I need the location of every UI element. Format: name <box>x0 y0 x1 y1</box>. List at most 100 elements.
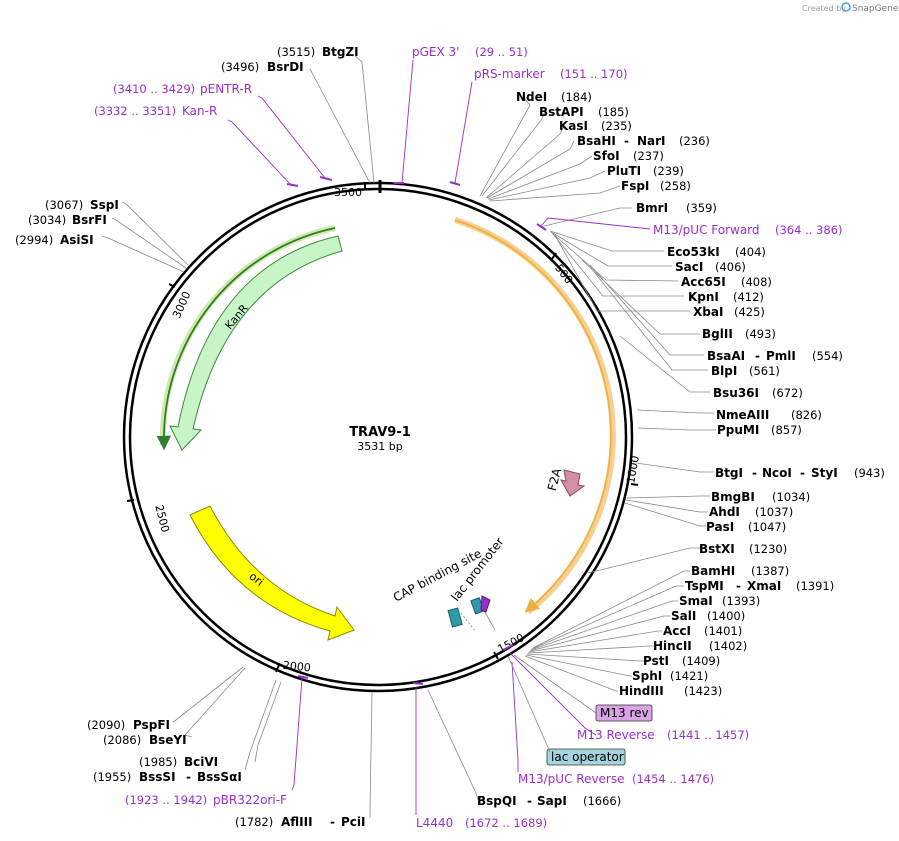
primer-prs-marker: pRS-marker <box>474 67 545 81</box>
enzyme-xbai: XbaI <box>693 305 723 319</box>
enzyme-pos-kpni: (412) <box>733 290 764 304</box>
enzyme-pos-acci: (1401) <box>704 624 742 638</box>
enzyme-pos-bstapi: (185) <box>598 105 629 119</box>
enzyme-pmli: PmlI <box>766 349 796 363</box>
enzyme-pos-sphi: (1421) <box>670 669 708 683</box>
enzyme-sep-bspqi: - <box>527 794 532 808</box>
enzyme-bsssi: BssSI <box>139 770 176 784</box>
enzyme-pos-fspi: (258) <box>660 179 691 193</box>
enzyme-pos-bglii: (493) <box>745 327 776 341</box>
lac-operator-label: lac operator <box>551 750 624 764</box>
primer-pentr-r: pENTR-R <box>200 82 252 96</box>
enzyme-pos-afliii: (1782) <box>235 815 273 829</box>
enzyme-nmeaiii: NmeAIII <box>716 408 769 422</box>
position-ticks <box>126 182 639 673</box>
enzyme-acci: AccI <box>663 624 691 638</box>
enzyme-pos-bamhi: (1387) <box>751 564 789 578</box>
lac-operator-box: lac operator <box>546 748 626 766</box>
m13-rev-leader <box>513 654 597 714</box>
enzyme-sfoi: SfoI <box>593 149 620 163</box>
enzyme-hincii: HincII <box>653 639 692 653</box>
enzyme-bamhi: BamHI <box>691 564 735 578</box>
enzyme-pos-btgzi: (3515) <box>277 45 315 59</box>
enzyme-ndei: NdeI <box>516 90 547 104</box>
primer-m13-puc-forward: M13/pUC Forward <box>653 223 760 237</box>
enzyme-smai: SmaI <box>679 594 713 608</box>
enzyme-pos-hincii: (1402) <box>709 639 747 653</box>
primer-kan-r: Kan-R <box>182 104 217 118</box>
backbone <box>122 181 634 693</box>
enzyme-sali: SalI <box>671 609 696 623</box>
enzyme-pos-bsaai: (554) <box>812 349 843 363</box>
enzyme-pos-kasi: (235) <box>601 119 632 133</box>
enzyme-pos-bsu36i: (672) <box>772 386 803 400</box>
enzyme-pos-pluti: (239) <box>653 164 684 178</box>
snapgene-logo-icon <box>841 2 851 12</box>
enzyme-pos-pspfi: (2090) <box>87 718 125 732</box>
primer-range-prs-marker: (151 .. 170) <box>560 67 628 81</box>
f2a-feature-arrow <box>560 469 586 497</box>
enzyme-pos-bseyi: (2086) <box>103 733 141 747</box>
primer-m13-puc-reverse: M13/pUC Reverse <box>518 772 625 786</box>
enzyme-sep-bsahi: - <box>624 134 629 148</box>
enzyme-pos-saci: (406) <box>715 260 746 274</box>
enzyme-tspmi: TspMI <box>685 579 724 593</box>
cap-binding-site-box <box>447 607 463 628</box>
primer-range-pentr-r: (3410 .. 3429) <box>113 82 195 96</box>
enzyme-pos-bsrdi: (3496) <box>221 60 259 74</box>
enzyme-bstxi: BstXI <box>699 542 735 556</box>
enzyme-pos-ppumi: (857) <box>771 423 802 437</box>
enzyme-pos-bspqi: (1666) <box>583 794 621 808</box>
enzyme-nari: NarI <box>637 134 666 148</box>
enzyme-sep-bsaai: - <box>755 349 760 363</box>
enzyme-pcii: PciI <box>341 815 366 829</box>
enzyme-kpni: KpnI <box>688 290 719 304</box>
enzyme-pos-tspmi: (1391) <box>796 579 834 593</box>
enzyme-bmgbi: BmgBI <box>711 490 755 504</box>
kanr-feature-arrow <box>169 235 343 451</box>
tick-label-3500: 3500 <box>334 186 362 199</box>
enzyme-pos-eco53ki: (404) <box>735 245 766 259</box>
primer-range-m13-puc-reverse: (1454 .. 1476) <box>632 772 714 786</box>
ori-feature-arrow <box>189 505 355 641</box>
enzyme-ahdi: AhdI <box>709 505 740 519</box>
enzyme-bsahi: BsaHI <box>577 134 616 148</box>
f2a-label: F2A <box>545 466 565 492</box>
enzyme-leaders <box>101 55 716 818</box>
enzyme-pos-acc65i: (408) <box>741 275 772 289</box>
snapgene-brand: SnapGene <box>852 4 899 14</box>
enzyme-pos-bcivi: (1985) <box>139 755 177 769</box>
enzyme-pos-blpi: (561) <box>749 364 780 378</box>
orf-arc-line <box>454 219 612 613</box>
primer-range-m13-puc-forward: (364 .. 386) <box>775 223 843 237</box>
lac-promoter-arrow <box>480 595 491 613</box>
enzyme-afliii: AflIII <box>281 815 313 829</box>
enzyme-sep-btgi: - <box>752 466 757 480</box>
enzyme-pos-bsahi: (236) <box>679 134 710 148</box>
enzyme-pos-sspi: (3067) <box>45 198 83 212</box>
enzyme-pos-asisi: (2994) <box>15 233 53 247</box>
enzyme-pos-ahdi: (1037) <box>755 505 793 519</box>
tick-label-2000: 2000 <box>282 659 311 675</box>
enzyme-eco53ki: Eco53kI <box>667 245 720 259</box>
primer-range-l4440: (1672 .. 1689) <box>465 816 547 830</box>
enzyme-bsrfi: BsrFI <box>72 213 107 227</box>
tick-label-1000: 1000 <box>624 455 642 485</box>
primer-l4440: L4440 <box>416 816 453 830</box>
enzyme-pos-sfoi: (237) <box>633 149 664 163</box>
kanr-thin-arc-line <box>156 227 336 451</box>
m13-rev-box: M13 rev <box>595 704 653 722</box>
primer-range-pbr322ori-f: (1923 .. 1942) <box>125 793 207 807</box>
enzyme-pos-bmgbi: (1034) <box>772 490 810 504</box>
tick-label-2500: 2500 <box>152 503 171 533</box>
enzyme-btgi: BtgI <box>715 466 743 480</box>
plasmid-size: 3531 bp <box>357 440 402 453</box>
enzyme-pos-psti: (1409) <box>682 654 720 668</box>
primer-range-pgex3: (29 .. 51) <box>475 45 528 59</box>
enzyme-ncoi: NcoI <box>762 466 792 480</box>
primer-range-m13-reverse: (1441 .. 1457) <box>667 728 749 742</box>
enzyme-pos-bsrfi: (3034) <box>28 213 66 227</box>
enzyme-pos-nmeaiii: (826) <box>791 408 822 422</box>
enzyme-sspi: SspI <box>90 198 119 212</box>
enzyme-bspqi: BspQI <box>477 794 517 808</box>
